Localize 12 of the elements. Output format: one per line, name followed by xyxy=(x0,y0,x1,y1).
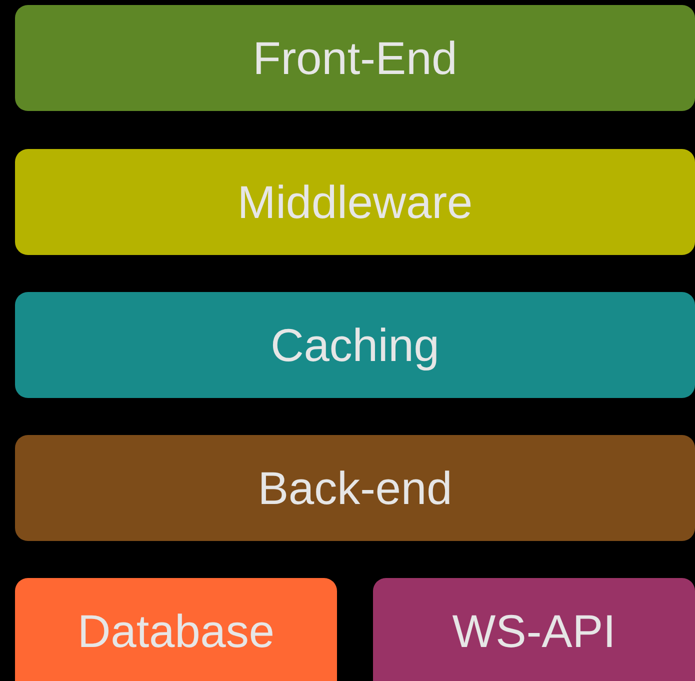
layer-label: Middleware xyxy=(237,175,473,229)
layer-box xyxy=(15,149,695,255)
layer-box xyxy=(373,578,695,681)
layer-box xyxy=(15,292,695,398)
layer-label: Front-End xyxy=(252,31,458,85)
layer-label: Database xyxy=(78,604,274,658)
layer-box xyxy=(15,5,695,111)
layer-box xyxy=(15,435,695,541)
layer-label: Back-end xyxy=(258,461,452,515)
layer-label: WS-API xyxy=(452,604,616,658)
layer-box xyxy=(15,578,337,681)
layer-label: Caching xyxy=(270,318,440,372)
